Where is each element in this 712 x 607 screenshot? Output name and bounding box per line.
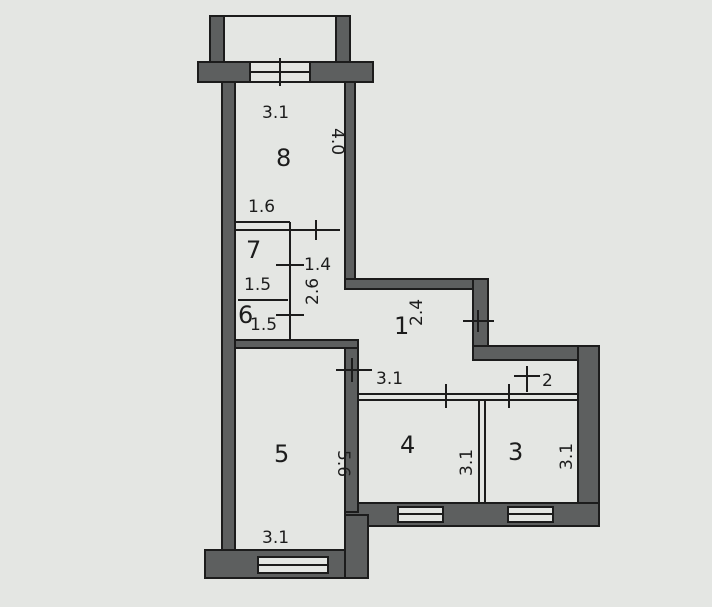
room-6-extra-label: 1.5 [250,315,277,335]
room-6-number-label: 6 [238,301,253,329]
room-1-width-label: 3.1 [376,369,403,389]
right-wall [577,345,600,527]
bottom-wall-rooms-3-4 [344,502,600,527]
room-3-length-label: 3.1 [557,443,577,470]
room-3-number-label: 3 [508,438,523,466]
room-7-length-label: 1.4 [304,255,331,275]
room-6-width-label: 1.5 [244,275,271,295]
room-1-number-label: 1 [394,312,409,340]
left-wall [221,81,236,553]
rooms-4-3-top-partition [358,366,578,408]
balcony [209,15,351,63]
room-8-length-label: 4.0 [327,128,347,155]
room-5-length-label: 5.6 [333,450,353,477]
room-6-length-label: 2.6 [303,278,323,305]
room-1-length-label: 2.4 [407,299,427,326]
room-4-number-label: 4 [400,431,415,459]
room-4-length-label: 3.1 [457,449,477,476]
room-8-width-label: 3.1 [262,103,289,123]
room-7-width-label: 1.6 [248,197,275,217]
top-wall [197,58,374,86]
room-1-right-wall [472,278,489,355]
bottom-wall-room-5 [204,514,369,579]
room-3-width-label: 2 [542,371,553,391]
room-8-number-label: 8 [276,144,291,172]
room-7-number-label: 7 [246,236,261,264]
room-1-top-wall [344,278,489,290]
room-5-width-label: 3.1 [262,528,289,548]
room-5-number-label: 5 [274,440,289,468]
room-5-top-wall [234,339,359,349]
room-8-right-wall [344,81,356,288]
